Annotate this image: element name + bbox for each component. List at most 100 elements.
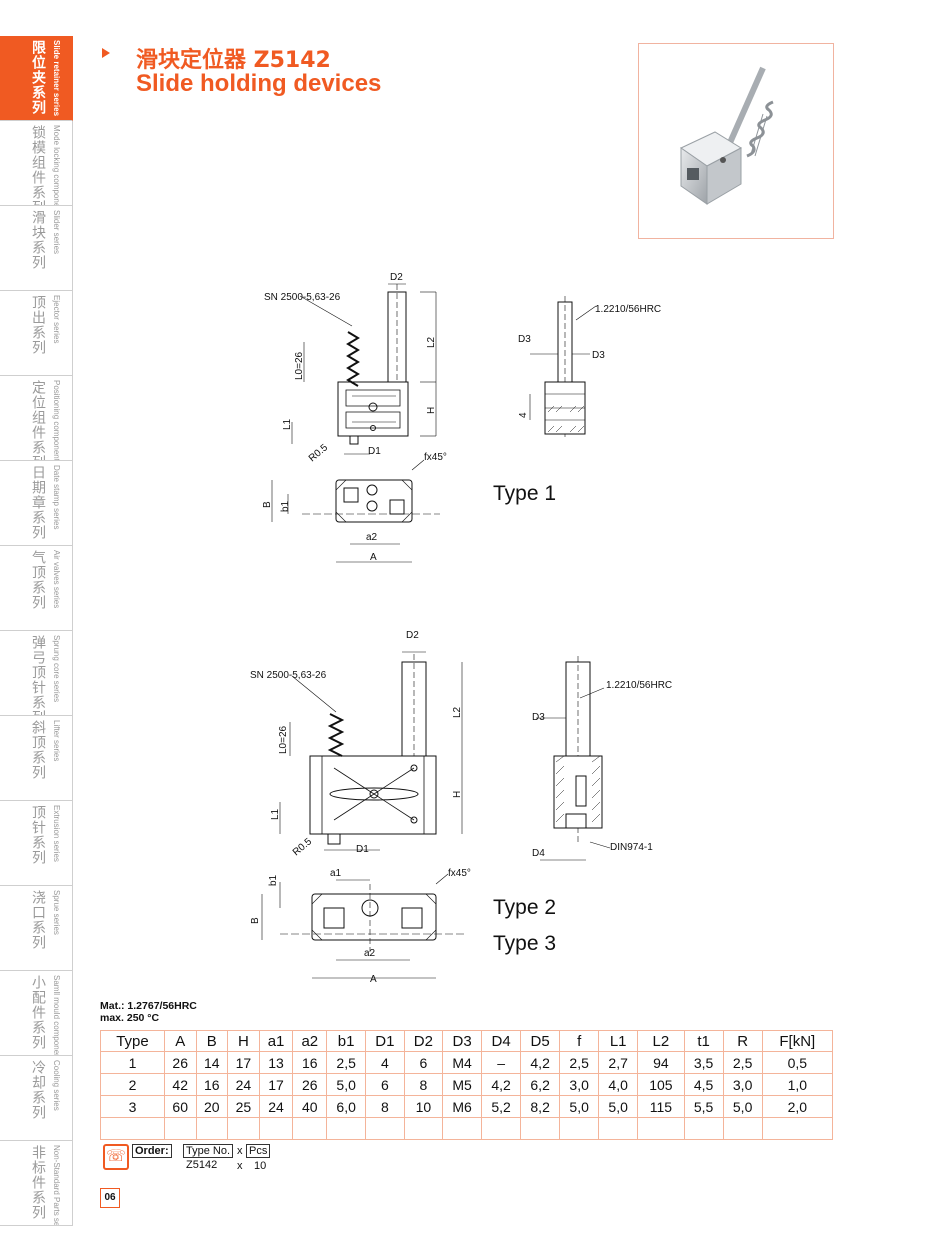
table-cell: 5,0 [598,1095,639,1118]
table-cell: 26 [163,1051,197,1074]
table-cell: 17 [227,1051,260,1074]
product-image [680,66,774,205]
table-cell: 4 [365,1051,405,1074]
table-cell [326,1117,367,1140]
table-cell [100,1117,165,1140]
table-cell: 25 [227,1095,260,1118]
label-d3-2: D3 [532,712,545,723]
table-cell: M5 [442,1073,483,1096]
sidebar-tab-cn: 非标件系列 [30,1145,46,1220]
label-spring-2: SN 2500-5,63-26 [250,670,327,681]
table-cell: 3,0 [722,1073,763,1096]
table-header-cell: R [722,1030,763,1052]
label-d3-1a: D3 [518,334,531,345]
table-header-cell: t1 [683,1030,724,1052]
table-cell: 6 [403,1051,444,1074]
table-cell: 60 [163,1095,197,1118]
label-d1-1: D1 [368,446,381,457]
table-cell [722,1117,763,1140]
sidebar-tab-en: Lifter series [52,720,61,762]
order-pcs-label: Pcs [246,1144,271,1158]
label-h-1: H [426,407,437,414]
table-cell: 40 [292,1095,328,1118]
label-din: DIN974-1 [610,842,653,853]
label-d2-2: D2 [406,630,419,641]
table-cell [365,1117,405,1140]
table-cell [637,1117,685,1140]
material-line-2: max. 250 °C [100,1012,160,1024]
table-cell: 3,0 [559,1073,600,1096]
material-line-1: Mat.: 1.2767/56HRC [100,1000,197,1012]
table-cell [559,1117,600,1140]
table-cell [481,1117,522,1140]
table-row [100,1117,834,1140]
label-d2-1: D2 [390,272,403,283]
sidebar-tab-en: Non-Standard Parts series [52,1145,61,1226]
label-spring-1: SN 2500-5,63-26 [264,292,341,303]
table-cell: 4,2 [520,1051,561,1074]
table-cell: 4,5 [683,1073,724,1096]
label-4: 4 [518,412,529,418]
table-header-cell: L1 [598,1030,639,1052]
table-cell: 3 [100,1095,165,1118]
label-b1-2: b1 [268,874,279,886]
label-l2-1: L2 [426,336,437,348]
sidebar-tab[interactable]: 非标件系列 Non-Standard Parts series [0,1141,73,1226]
table-cell: 5,5 [683,1095,724,1118]
label-a2-2: a2 [364,948,376,959]
order-times-2: x [237,1160,243,1172]
sidebar-tab-cn: 定位组件系列 [30,380,46,461]
table-cell: 5,0 [559,1095,600,1118]
sidebar-tab-cn: 滑块系列 [30,210,46,270]
table-cell [442,1117,483,1140]
table-cell: 3,5 [683,1051,724,1074]
table-cell: 105 [637,1073,685,1096]
table-cell: 16 [195,1073,229,1096]
table-cell: 1 [100,1051,165,1074]
label-l1-2: L1 [270,808,281,820]
label-b-1: B [262,501,273,508]
table-cell: 13 [258,1051,294,1074]
table-header-cell: a1 [258,1030,294,1052]
table-cell: 17 [258,1073,294,1096]
label-a2-1: a2 [366,532,378,543]
table-header-cell: H [227,1030,260,1052]
table-cell: 26 [292,1073,328,1096]
table-cell: 4,2 [481,1073,522,1096]
label-l0-2: L0=26 [278,725,289,754]
table-cell: 8,2 [520,1095,561,1118]
table-cell: 6,2 [520,1073,561,1096]
technical-drawings: SN 2500-5,63-26 D2 L0=26 L2 H L1 R0.5 D1… [240,262,710,992]
material-note: Mat.: 1.2767/56HRC max. 250 °C [100,1000,197,1024]
table-header-cell: F[kN] [761,1030,834,1052]
table-header-cell: Type [100,1030,165,1052]
label-d1-2: D1 [356,844,369,855]
label-b-2: B [250,917,261,924]
sidebar-tab-en: Sprung core series [52,635,61,703]
table-cell: – [481,1051,522,1074]
type-1-label: Type 1 [493,482,557,505]
product-photo [638,43,834,239]
sidebar-tab-cn: 顶针系列 [30,805,46,865]
table-cell: 2,5 [326,1051,367,1074]
label-l1-1: L1 [282,418,293,430]
table-header-cell: D4 [481,1030,522,1052]
order-qty: 10 [254,1160,267,1172]
table-cell: 2,5 [559,1051,600,1074]
